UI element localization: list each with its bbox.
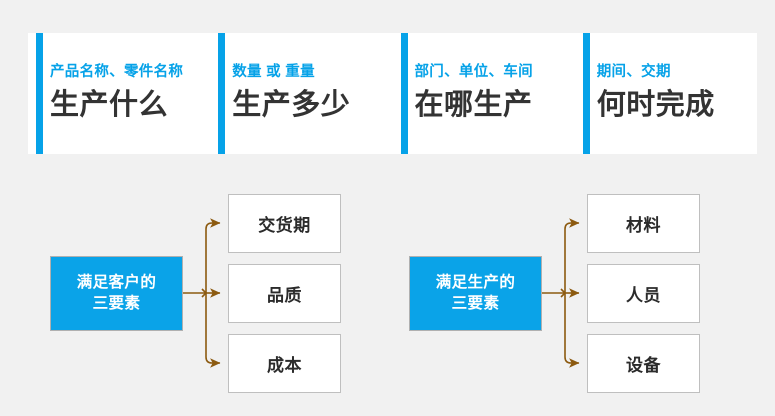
flow-target-personnel: 人员: [587, 264, 700, 323]
kpi-card-title: 何时完成: [596, 89, 715, 122]
flow-group-customer: 满足客户的 三要素 交货期 品质 成本: [40, 185, 400, 400]
accent-bar-icon: [582, 33, 590, 154]
kpi-card-where-to-produce: 部门、单位、车间 在哪生产: [393, 33, 575, 154]
kpi-card-when-to-complete: 期间、交期 何时完成: [575, 33, 757, 154]
flow-target-material: 材料: [587, 194, 700, 253]
kpi-card-what-to-produce: 产品名称、零件名称 生产什么: [28, 33, 210, 154]
kpi-card-title: 生产什么: [50, 89, 169, 122]
flow-target-delivery-date: 交货期: [228, 194, 341, 253]
flow-target-cost: 成本: [228, 334, 341, 393]
flow-target-quality: 品质: [228, 264, 341, 323]
flow-target-equipment: 设备: [587, 334, 700, 393]
flow-source-label-line2: 三要素: [451, 294, 500, 312]
kpi-card-subtitle: 数量 或 重量: [232, 64, 315, 81]
flow-target-list-production: 材料 人员 设备: [587, 194, 700, 393]
kpi-card-subtitle: 产品名称、零件名称: [50, 64, 184, 81]
kpi-card-title: 生产多少: [232, 89, 351, 122]
kpi-card-title: 在哪生产: [414, 89, 533, 122]
flow-source-label: 满足生产的 三要素: [436, 273, 516, 314]
flow-source-label: 满足客户的 三要素: [77, 273, 157, 314]
accent-bar-icon: [218, 33, 226, 154]
accent-bar-icon: [400, 33, 408, 154]
accent-bar-icon: [36, 33, 43, 154]
flow-source-label-line1: 满足生产的: [435, 274, 516, 292]
kpi-card-subtitle: 期间、交期: [596, 64, 671, 81]
kpi-card-how-much-to-produce: 数量 或 重量 生产多少: [210, 33, 392, 154]
kpi-card-subtitle: 部门、单位、车间: [414, 64, 533, 81]
flow-source-box-production: 满足生产的 三要素: [409, 256, 542, 331]
flow-source-box-customer: 满足客户的 三要素: [50, 256, 183, 331]
flow-group-production: 满足生产的 三要素 材料 人员 设备: [399, 185, 759, 400]
flow-source-label-line2: 三要素: [92, 294, 141, 312]
flow-target-list-customer: 交货期 品质 成本: [228, 194, 341, 393]
flow-source-label-line1: 满足客户的: [76, 274, 157, 292]
kpi-card-band: 产品名称、零件名称 生产什么 数量 或 重量 生产多少 部门、单位、车间 在哪生…: [28, 33, 757, 154]
